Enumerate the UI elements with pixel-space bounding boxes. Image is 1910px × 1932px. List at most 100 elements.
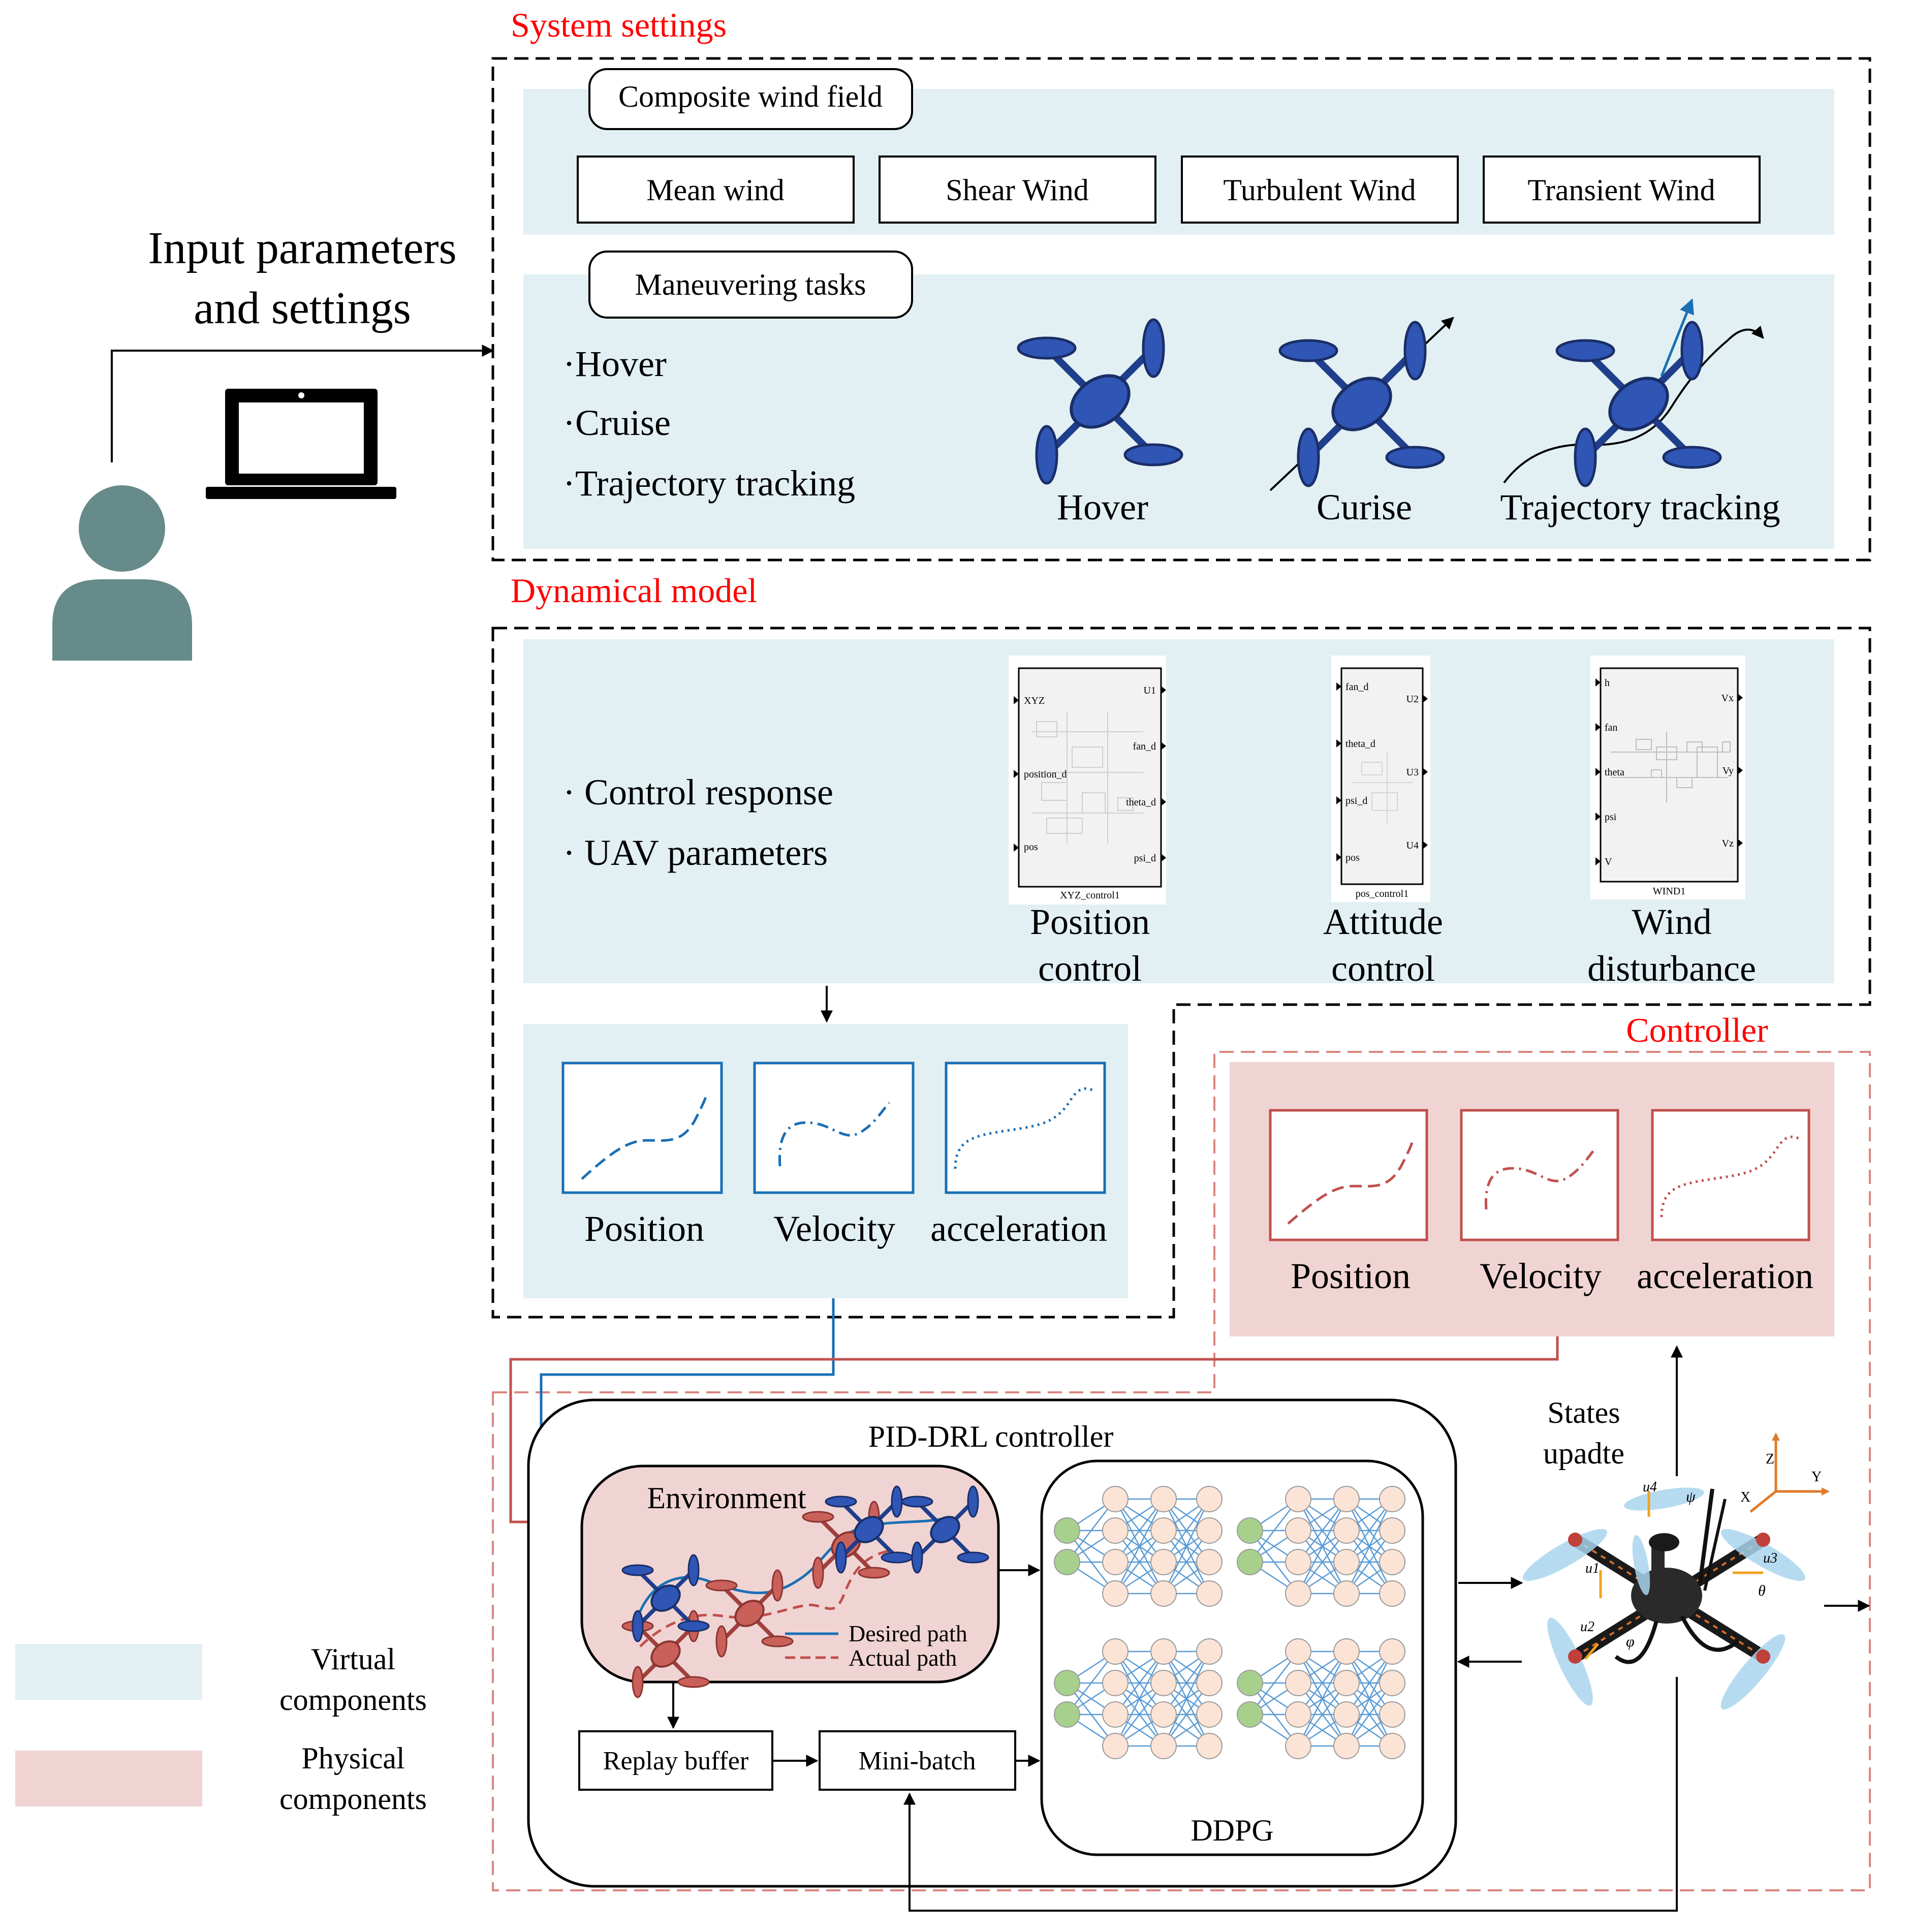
model-plot-label-acceleration: acceleration [930,1208,1107,1249]
block3-in-2: theta [1605,767,1624,778]
nn-edge [1114,1651,1165,1747]
nn-node [1102,1517,1129,1544]
nn-node [1285,1517,1311,1544]
nn-node [1150,1670,1177,1696]
nn-edge [1345,1499,1393,1594]
block3-name: WIND1 [1653,886,1685,897]
nn-node [1150,1701,1177,1728]
desired-path-line [634,1515,951,1627]
nn-node [1196,1701,1223,1728]
nn-node [1333,1580,1360,1607]
nn-node [1333,1517,1360,1544]
tasks-header-box [588,251,913,319]
uav-phi-label: φ [1626,1633,1635,1650]
nn-edge [1297,1499,1348,1594]
nn-input-node [1054,1701,1080,1728]
nn-node [1196,1549,1223,1575]
nn-edge [1298,1530,1347,1594]
controller-section: Controller Position Velocity acceleratio… [492,1011,1871,1891]
nn-node [1150,1486,1177,1512]
wind-box-mean [577,155,855,224]
nn-node [1379,1486,1405,1512]
ddpg-label: DDPG [1191,1814,1273,1847]
nn-edge [1114,1499,1165,1594]
controller-plot-label-position: Position [1291,1256,1411,1296]
model-plot-acceleration [945,1062,1106,1194]
pid-drl-section: PID-DRL controller Environment Desired p… [509,1298,1678,1912]
block3-in-1: fan [1605,722,1618,733]
nn-node [1379,1670,1405,1696]
nn-node [1379,1733,1405,1759]
nn-node [1196,1486,1223,1512]
nn-edge [1163,1651,1210,1747]
wind-header-box [588,68,913,130]
mini-batch-label: Mini-batch [858,1747,976,1775]
nn-node [1285,1701,1311,1728]
block2-out-2: U4 [1406,840,1419,851]
nn-input-node [1237,1701,1263,1728]
block3-in-4: V [1605,856,1612,867]
nn-node [1285,1549,1311,1575]
block1-out-2: theta_d [1126,797,1156,808]
wind-header: Composite wind field [618,80,883,113]
block1-in-2: pos [1024,842,1038,853]
block3-in-3: psi [1605,812,1617,823]
nn-node [1102,1486,1129,1512]
nn-node [1150,1638,1177,1665]
mini-batch-box [819,1730,1016,1791]
block2-label-line2: control [1331,948,1435,989]
nn-node [1333,1549,1360,1575]
states-line1: States [1547,1396,1620,1429]
wind-type-mean: Mean wind [646,173,785,207]
tasks-header: Maneuvering tasks [635,268,866,301]
drone-label-cruise: Curise [1317,487,1412,527]
nn-edge [1297,1651,1348,1747]
controller-plot-acceleration [1651,1109,1810,1241]
nn-edge [1067,1651,1116,1715]
task-bullet-cruise: ·Cruise [563,402,671,443]
legend-physical-line1: Physical [301,1741,404,1775]
nn-node [1333,1701,1360,1728]
wind-type-boxes: Mean wind Shear Wind Turbulent Wind Tran… [577,155,1761,224]
controller-plot-position [1269,1109,1428,1241]
nn-node [1102,1733,1129,1759]
nn-node [1150,1580,1177,1607]
tracking-heading-arrow [1660,298,1694,377]
wind-type-transient: Transient Wind [1527,173,1715,207]
nn-node [1196,1517,1223,1544]
block2-out-0: U2 [1406,694,1419,705]
block1-label-line1: Position [1030,901,1150,942]
nn-node [1379,1517,1405,1544]
pid-drl-title: PID-DRL controller [868,1420,1114,1453]
nn-node [1102,1670,1129,1696]
system-settings-section: System settings Composite wind field Mea… [491,6,1871,562]
task-bullet-hover: ·Hover [563,344,667,384]
person-icon [52,485,192,661]
nn-node [1333,1638,1360,1665]
model-plot-velocity [753,1062,915,1194]
block2-in-2: psi_d [1345,795,1367,806]
legend-physical-swatch [15,1751,202,1806]
nn-node [1333,1486,1360,1512]
dynamical-model-title: Dynamical model [511,571,757,610]
nn-input-node [1237,1670,1263,1696]
nn-network [1054,1486,1223,1607]
states-line2: upadte [1543,1437,1624,1470]
legend-virtual-line2: components [279,1683,427,1717]
block2-in-3: pos [1345,852,1360,863]
wind-type-turbulent: Turbulent Wind [1223,173,1416,207]
nn-node [1379,1638,1405,1665]
wind-type-shear: Shear Wind [946,173,1088,207]
user-label-line1: Input parameters [148,223,456,273]
block3-label-line1: Wind [1632,901,1711,942]
uav-u3-label: u3 [1763,1550,1777,1566]
nn-node [1102,1580,1129,1607]
model-bullet-parameters: · UAV parameters [563,832,828,873]
block2-label-line1: Attitude [1323,901,1443,942]
trajectory-curve [1503,325,1764,484]
block3-out-0: Vx [1721,693,1734,704]
block1-in-1: position_d [1024,769,1067,780]
block3-in-0: h [1605,677,1610,689]
